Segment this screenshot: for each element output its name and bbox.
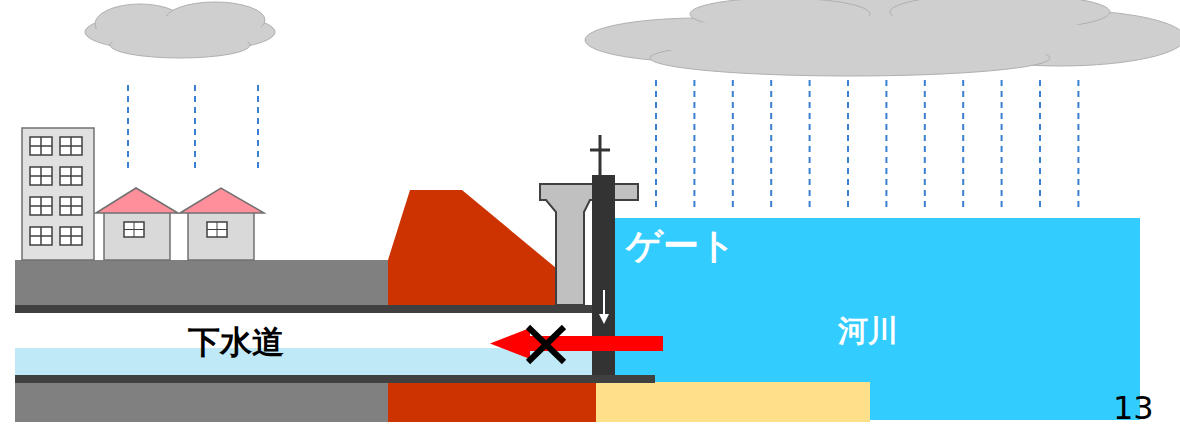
ground	[15, 260, 389, 308]
cloud	[585, 0, 1180, 76]
river-bed	[595, 382, 870, 422]
building	[22, 128, 94, 260]
gate-handle	[590, 149, 610, 152]
sewer-water	[15, 348, 595, 376]
cloud	[85, 2, 275, 58]
gate-label: ゲート	[626, 226, 736, 266]
block-cross	[528, 327, 564, 362]
ground	[15, 382, 389, 422]
sewer-label: 下水道	[188, 325, 284, 360]
house	[180, 188, 264, 260]
house	[96, 188, 178, 260]
gate-frame	[540, 184, 638, 305]
gate-down-arrow-head	[599, 314, 609, 324]
levee	[388, 190, 556, 308]
gate-spindle	[599, 135, 602, 180]
river-label: 河川	[838, 314, 898, 347]
backflow-arrow-head	[490, 328, 530, 359]
gate-down-arrow	[603, 290, 605, 316]
pipe-wall	[15, 375, 655, 383]
cloud-fill	[95, 16, 1130, 60]
page-number: 13	[1113, 391, 1154, 426]
building-windows	[30, 137, 82, 245]
levee	[388, 382, 596, 422]
sewer-pipe	[15, 313, 595, 376]
pipe-wall	[15, 305, 595, 313]
